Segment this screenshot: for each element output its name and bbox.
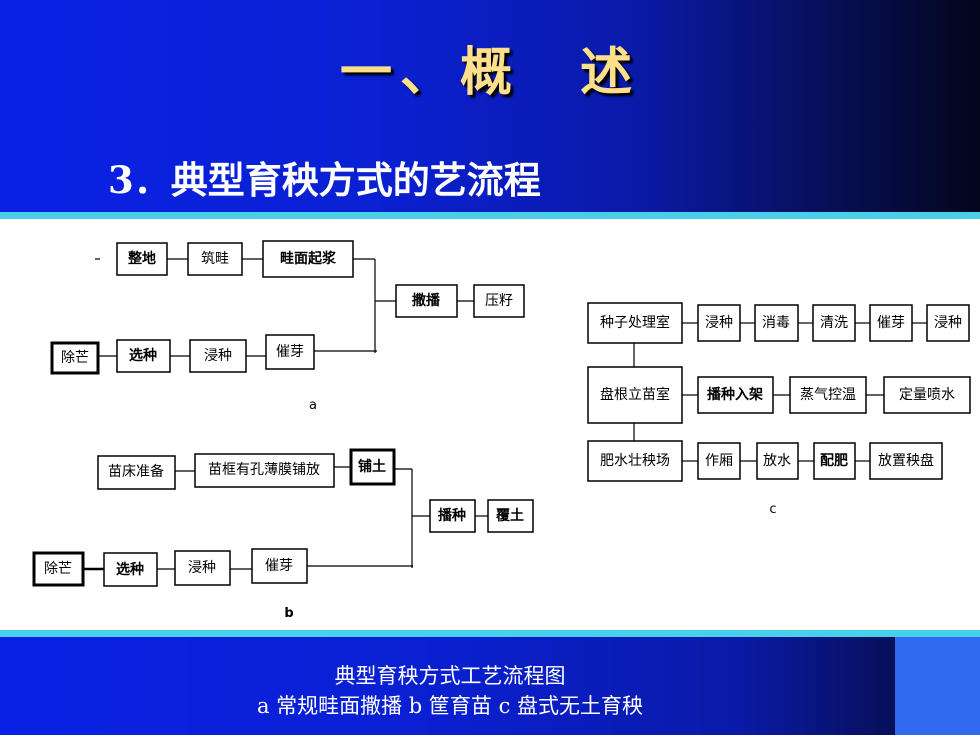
- diagram-c: 种子处理室 浸种 消毒 清洗 催芽 浸种: [587, 302, 971, 517]
- svg-text:放置秧盘: 放置秧盘: [878, 452, 934, 469]
- svg-text:配肥: 配肥: [820, 453, 848, 469]
- svg-text:苗框有孔薄膜铺放: 苗框有孔薄膜铺放: [208, 462, 320, 478]
- caption-title: 典型育秧方式工艺流程图: [334, 664, 566, 688]
- node-c-disinfect: 消毒: [754, 304, 799, 342]
- node-a-land-prep: 整地: [116, 242, 168, 276]
- node-c-soak: 浸种: [697, 304, 741, 342]
- header-band: [0, 0, 980, 215]
- footer-band: [0, 637, 980, 735]
- svg-text:浸种: 浸种: [934, 315, 962, 331]
- label-a: a: [309, 398, 317, 413]
- svg-text:催芽: 催芽: [276, 344, 304, 360]
- footer-corner-block: [895, 637, 980, 735]
- diagram-a: 整地 筑畦 畦面起浆 除芒 选种 浸种: [50, 240, 525, 413]
- svg-text:除芒: 除芒: [44, 561, 72, 577]
- svg-text:催芽: 催芽: [265, 558, 293, 574]
- svg-text:苗床准备: 苗床准备: [108, 463, 164, 480]
- node-a-bed-slurry: 畦面起浆: [262, 240, 354, 278]
- svg-text:播种: 播种: [438, 507, 466, 524]
- svg-text:种子处理室: 种子处理室: [600, 314, 670, 331]
- svg-text:蒸气控温: 蒸气控温: [800, 387, 856, 403]
- svg-text:压籽: 压籽: [485, 293, 513, 309]
- svg-text:定量喷水: 定量喷水: [899, 387, 955, 403]
- svg-text:浸种: 浸种: [705, 315, 733, 331]
- node-c-germinate: 催芽: [869, 304, 913, 342]
- node-b-bed-prep: 苗床准备: [97, 455, 176, 490]
- node-c-soak-2: 浸种: [926, 304, 970, 342]
- svg-text:消毒: 消毒: [762, 315, 790, 331]
- label-c: c: [769, 502, 776, 517]
- node-a-broadcast: 撒播: [395, 284, 458, 318]
- svg-text:整地: 整地: [127, 250, 156, 267]
- node-a-seed-soak: 浸种: [189, 339, 247, 373]
- divider-top: [0, 212, 980, 219]
- svg-text:选种: 选种: [116, 561, 144, 578]
- node-c-spray-water: 定量喷水: [883, 376, 971, 414]
- node-a-press-seed: 压籽: [473, 284, 525, 318]
- node-b-soil-laying: 铺土: [349, 448, 396, 486]
- node-c-place-trays: 放置秧盘: [869, 442, 943, 480]
- svg-text:催芽: 催芽: [877, 315, 905, 331]
- node-c-seed-treatment-room: 种子处理室: [587, 302, 683, 344]
- node-b-sowing: 播种: [429, 499, 476, 533]
- svg-text:放水: 放水: [763, 453, 791, 469]
- divider-bottom: [0, 630, 980, 637]
- node-a-germination: 催芽: [265, 334, 315, 370]
- svg-text:选种: 选种: [129, 347, 157, 364]
- svg-text:撒播: 撒播: [412, 292, 441, 309]
- node-b-cover-soil: 覆土: [487, 499, 534, 533]
- node-a-seed-select: 选种: [116, 339, 171, 373]
- node-c-root-seedling-room: 盘根立苗室: [587, 366, 683, 424]
- slide-title: 一、概 述: [339, 42, 640, 103]
- flow-diagram: 整地 筑畦 畦面起浆 除芒 选种 浸种: [32, 240, 971, 621]
- svg-text:浸种: 浸种: [188, 560, 216, 576]
- node-c-mix-fertilizer: 配肥: [813, 442, 856, 480]
- node-c-make-bed: 作厢: [697, 442, 741, 480]
- node-c-steam-temp: 蒸气控温: [789, 376, 867, 414]
- svg-text:播种入架: 播种入架: [707, 386, 763, 403]
- svg-text:作厢: 作厢: [705, 453, 733, 469]
- slide-subtitle: 3．典型育秧方式的艺流程: [108, 158, 541, 202]
- node-c-fertilizer-field: 肥水壮秧场: [587, 440, 683, 482]
- caption-legend: a 常规畦面撒播 b 筐育苗 c 盘式无土育秧: [256, 694, 644, 718]
- node-b-germination: 催芽: [251, 548, 308, 584]
- node-b-seed-select: 选种: [103, 552, 158, 587]
- node-c-sow-rack: 播种入架: [697, 376, 774, 414]
- svg-text:筑畦: 筑畦: [201, 251, 229, 267]
- svg-text:覆土: 覆土: [496, 507, 524, 524]
- svg-text:除芒: 除芒: [61, 350, 89, 366]
- node-a-awn-removal: 除芒: [50, 341, 100, 375]
- node-c-release-water: 放水: [756, 442, 799, 480]
- node-a-bed-build: 筑畦: [187, 242, 243, 276]
- svg-text:浸种: 浸种: [204, 348, 232, 364]
- node-b-seed-soak: 浸种: [174, 550, 231, 586]
- svg-text:铺土: 铺土: [358, 458, 386, 475]
- label-b: b: [284, 606, 293, 621]
- svg-text:肥水壮秧场: 肥水壮秧场: [600, 453, 670, 469]
- diagram-b: 苗床准备 苗框有孔薄膜铺放 铺土 除芒 选种 浸种: [32, 448, 534, 621]
- node-b-film-laying: 苗框有孔薄膜铺放: [194, 453, 335, 488]
- node-b-awn-removal: 除芒: [32, 551, 85, 587]
- svg-text:清洗: 清洗: [820, 315, 848, 331]
- svg-text:畦面起浆: 畦面起浆: [280, 250, 337, 267]
- node-c-wash: 清洗: [812, 304, 856, 342]
- svg-text:盘根立苗室: 盘根立苗室: [600, 386, 670, 403]
